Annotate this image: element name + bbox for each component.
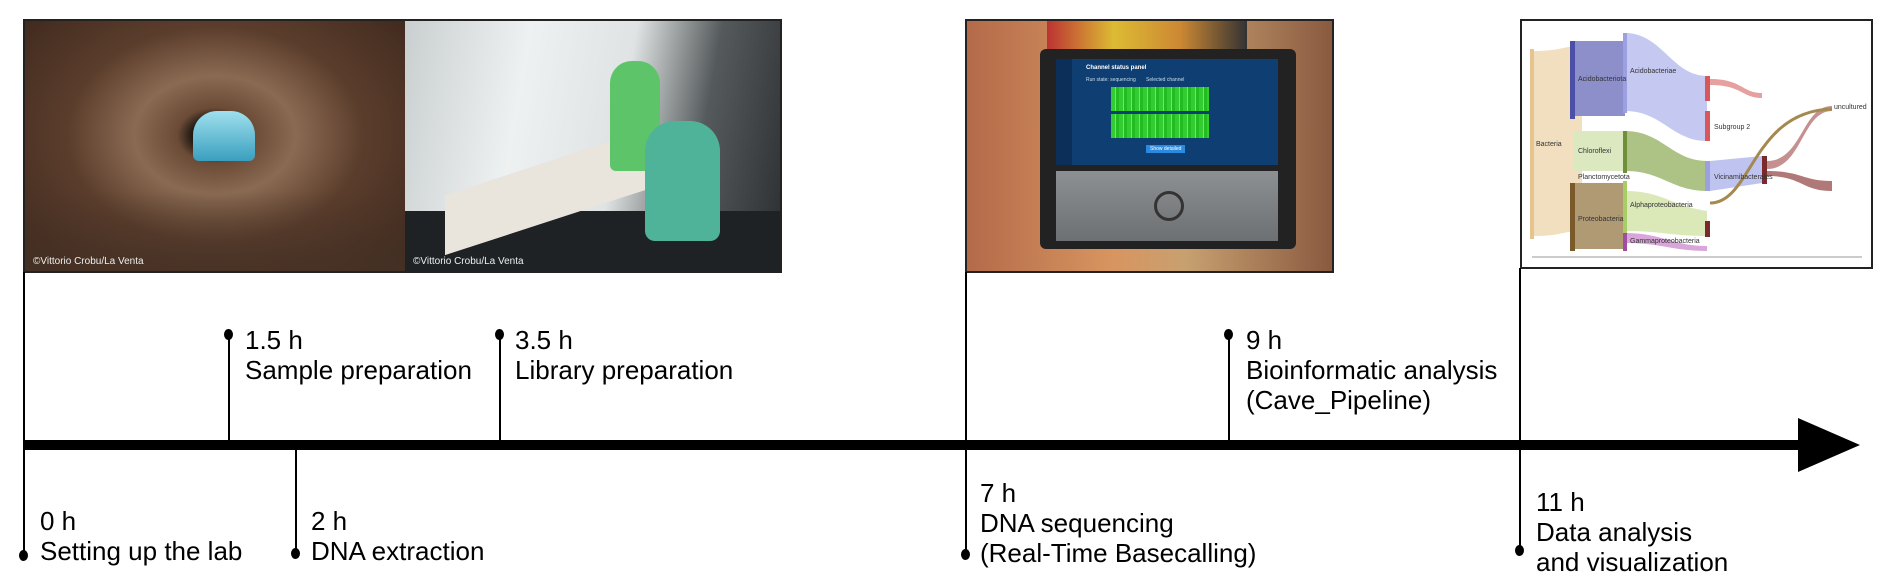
tent <box>193 111 255 161</box>
event-time: 9 h <box>1246 325 1283 355</box>
sankey-label: Acidobacteriae <box>1630 68 1676 75</box>
sankey-label: Bacteria <box>1536 141 1562 148</box>
sankey-label: Proteobacteria <box>1578 216 1624 223</box>
sankey-label: Gammaproteobacteria <box>1630 238 1700 245</box>
event-0h: 0 h Setting up the lab <box>40 506 242 566</box>
tablet: Channel status panel Run state: sequenci… <box>1040 49 1296 249</box>
show-detailed-button: Show detailed <box>1146 145 1186 153</box>
event-time: 3.5 h <box>515 325 573 355</box>
event-time: 2 h <box>311 506 348 536</box>
event-label: (Real-Time Basecalling) <box>980 538 1257 568</box>
event-marker <box>1515 545 1524 556</box>
event-time: 11 h <box>1536 487 1585 517</box>
lab-photo: ©Vittorio Crobu/La Venta <box>405 21 780 271</box>
channel-grid <box>1111 114 1209 138</box>
sankey-label: Chloroflexi <box>1578 148 1612 155</box>
field-photos: ©Vittorio Crobu/La Venta ©Vittorio Crobu… <box>23 19 782 273</box>
sankey-label: Subgroup 2 <box>1714 124 1750 131</box>
event-marker <box>224 329 233 340</box>
person-kneeling <box>645 121 720 241</box>
event-2h: 2 h DNA extraction <box>311 506 484 566</box>
timeline-arrowhead <box>1798 418 1860 472</box>
event-label: and visualization <box>1536 547 1729 577</box>
cave-photo: ©Vittorio Crobu/La Venta <box>25 21 405 271</box>
event-label: Data analysis <box>1536 517 1693 547</box>
event-marker <box>291 548 300 559</box>
event-1-5h: 1.5 h Sample preparation <box>245 325 472 385</box>
event-time: 1.5 h <box>245 325 303 355</box>
event-label: (Cave_Pipeline) <box>1246 385 1431 415</box>
selected-channel: Selected channel <box>1146 77 1185 83</box>
sankey-label: Vicinamibacterales <box>1714 174 1773 181</box>
event-label: DNA extraction <box>311 536 485 566</box>
event-marker <box>1224 329 1233 340</box>
sankey-diagram: Bacteria Acidobacteriota Chloroflexi Pla… <box>1520 19 1873 269</box>
event-marker <box>961 549 970 560</box>
event-time: 0 h <box>40 506 77 536</box>
sankey-label: Planctomycetota <box>1578 174 1630 181</box>
event-label: Sample preparation <box>245 355 472 385</box>
event-label: DNA sequencing <box>980 508 1174 538</box>
event-marker <box>19 550 28 561</box>
event-7h: 7 h DNA sequencing (Real-Time Basecallin… <box>980 478 1256 568</box>
photo-credit: ©Vittorio Crobu/La Venta <box>33 256 144 267</box>
sequencer-photo: Channel status panel Run state: sequenci… <box>965 19 1334 273</box>
channel-grid <box>1111 87 1209 111</box>
event-label: Library preparation <box>515 355 734 385</box>
event-3-5h: 3.5 h Library preparation <box>515 325 733 385</box>
run-state: Run state: sequencing <box>1086 77 1136 83</box>
sankey-label: Alphaproteobacteria <box>1630 202 1693 209</box>
event-9h: 9 h Bioinformatic analysis (Cave_Pipelin… <box>1246 325 1497 415</box>
event-marker <box>495 329 504 340</box>
event-11h: 11 h Data analysis and visualization <box>1536 487 1728 577</box>
sankey-label: uncultured <box>1834 104 1867 111</box>
tablet-screen: Channel status panel Run state: sequenci… <box>1056 59 1278 165</box>
device-logo <box>1154 191 1184 221</box>
event-label: Bioinformatic analysis <box>1246 355 1498 385</box>
event-label: Setting up the lab <box>40 536 243 566</box>
sankey-label: Acidobacteriota <box>1578 76 1626 83</box>
photo-credit: ©Vittorio Crobu/La Venta <box>413 256 524 267</box>
screen-title: Channel status panel <box>1086 65 1147 71</box>
event-time: 7 h <box>980 478 1017 508</box>
timeline-axis <box>23 440 1803 450</box>
